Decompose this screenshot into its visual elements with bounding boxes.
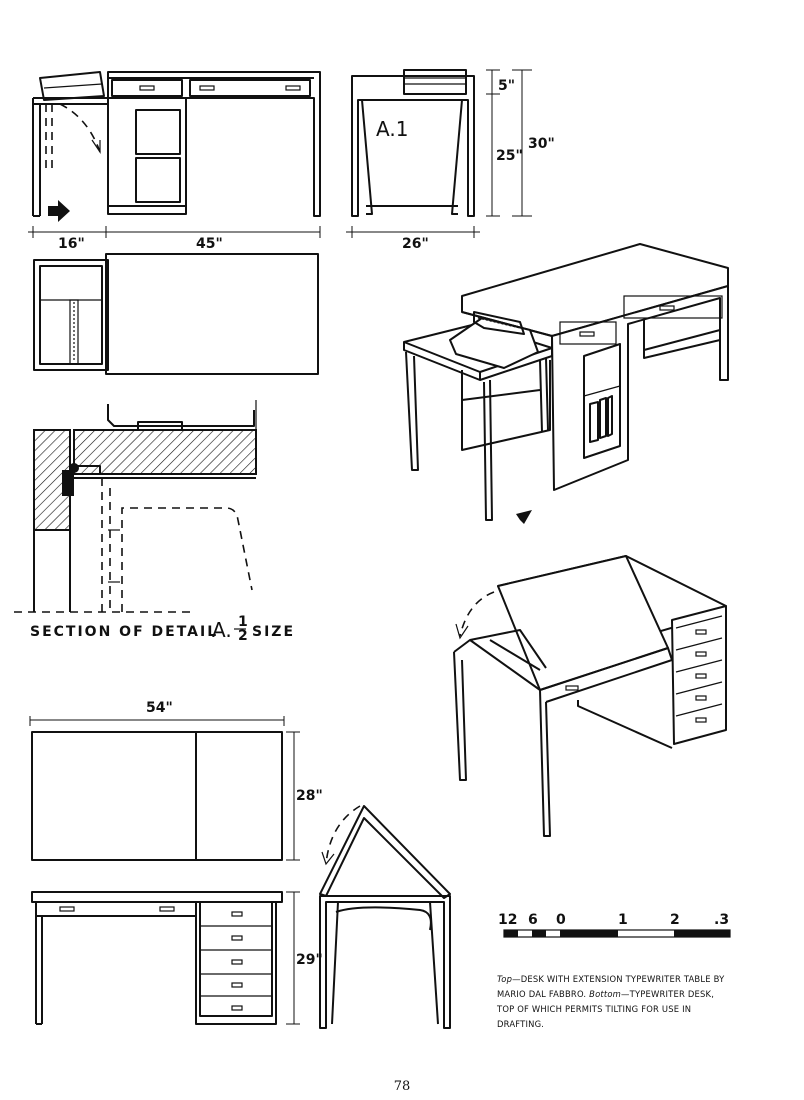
scale-label-12: 12 [498, 912, 517, 928]
drafting-front-elevation: 29" [31, 891, 323, 1025]
scale-label-0: 0 [556, 912, 566, 928]
direction-arrow-icon [506, 510, 532, 528]
drafting-side-elevation [319, 805, 451, 1029]
section-size: SIZE [252, 624, 295, 640]
scale-label-1: 1 [618, 912, 628, 928]
section-title: SECTION OF DETAIL [30, 624, 218, 640]
dimension-29: 29" [296, 952, 323, 968]
caption-bottom-label: Bottom [589, 989, 622, 999]
dimension-54: 54" [146, 700, 173, 716]
perspective-drafting-desk [453, 555, 727, 837]
caption-bottom-text: —TYPEWRITER DESK, TOP OF WHICH PERMITS T… [497, 989, 715, 1029]
scale-label-2: 2 [670, 912, 680, 928]
dimension-30: 30" [528, 136, 555, 152]
perspective-desk-typewriter [403, 243, 729, 528]
front-elevation-desk: 16" 45" [28, 71, 321, 252]
dimension-5: 5" [498, 78, 515, 94]
dimension-45: 45" [196, 236, 223, 252]
dimension-28: 28" [296, 788, 323, 804]
section-detail [14, 400, 257, 613]
drafting-plan-view: 54" 28" [29, 700, 323, 861]
dimension-26: 26" [402, 236, 429, 252]
caption-top-text: —DESK WITH EXTENSION TYPEWRITER TABLE BY… [497, 974, 725, 999]
dimension-25: 25" [496, 148, 523, 164]
side-elevation-desk: A.1 5" 25" 30" 26" [346, 69, 555, 252]
scale-label-6: 6 [528, 912, 538, 928]
scale-label-3: .3 [714, 912, 729, 928]
plan-view-desk [33, 253, 319, 375]
caption-top-label: Top [497, 974, 513, 984]
dimension-16: 16" [58, 236, 85, 252]
direction-arrow-icon [48, 200, 70, 222]
scale-bar: 12 6 0 1 2 .3 [498, 912, 731, 938]
fraction-numerator: 1 [238, 614, 248, 630]
detail-callout-a1: A.1 [376, 117, 408, 141]
fraction-denominator: 2 [238, 628, 248, 644]
page-number: 78 [393, 1079, 411, 1094]
figure-caption: Top—DESK WITH EXTENSION TYPEWRITER TABLE… [497, 972, 733, 1032]
section-letter: A. [212, 618, 232, 642]
